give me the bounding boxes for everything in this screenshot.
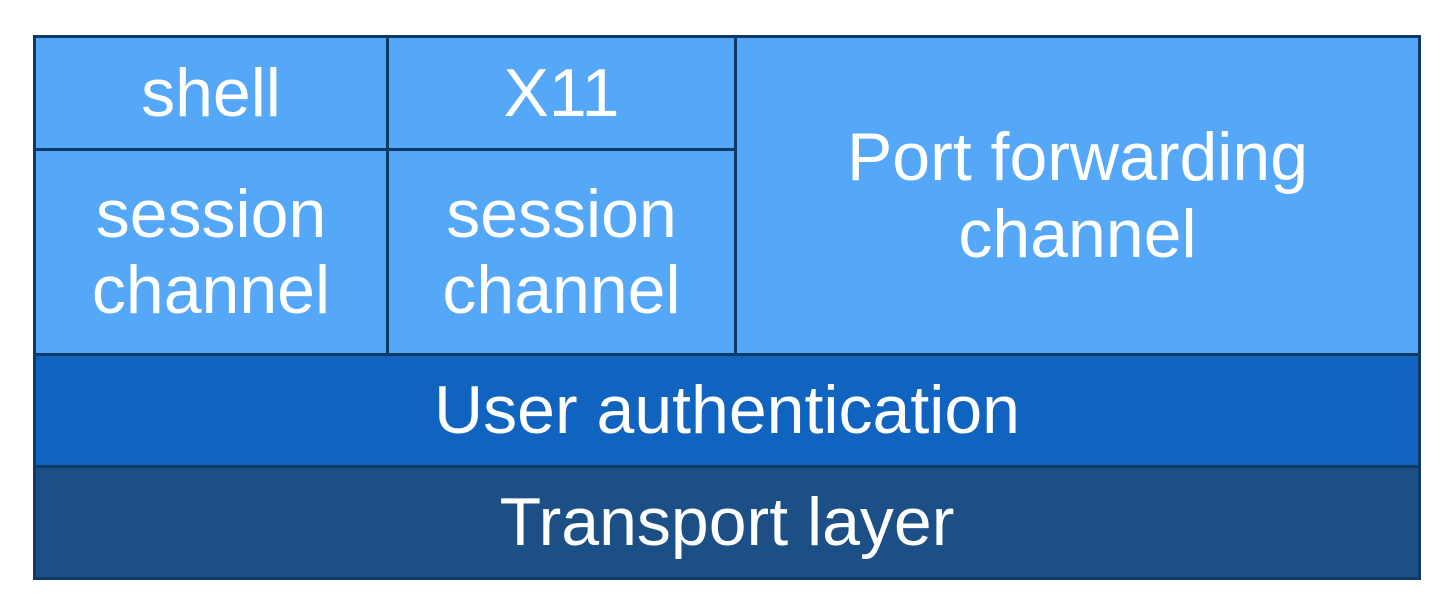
transport-layer: Transport layer [36, 468, 1418, 577]
user-authentication-layer: User authentication [36, 356, 1418, 465]
session-channel-box-2: session channel [389, 151, 734, 353]
x11-label: X11 [503, 54, 620, 131]
session-channel-box-1: session channel [36, 151, 386, 353]
user-authentication-label: User authentication [434, 372, 1020, 449]
x11-box: X11 [389, 38, 734, 148]
shell-label: shell [141, 54, 281, 131]
ssh-protocol-stack: shell X11 session channel session channe… [33, 35, 1421, 580]
session-channel-label-1: session channel [91, 175, 331, 328]
session-channel-label-2: session channel [442, 175, 681, 328]
port-forwarding-channel-label: Port forwarding channel [846, 119, 1309, 272]
transport-layer-label: Transport layer [499, 484, 955, 561]
port-forwarding-channel-box: Port forwarding channel [737, 38, 1418, 353]
shell-box: shell [36, 38, 386, 148]
